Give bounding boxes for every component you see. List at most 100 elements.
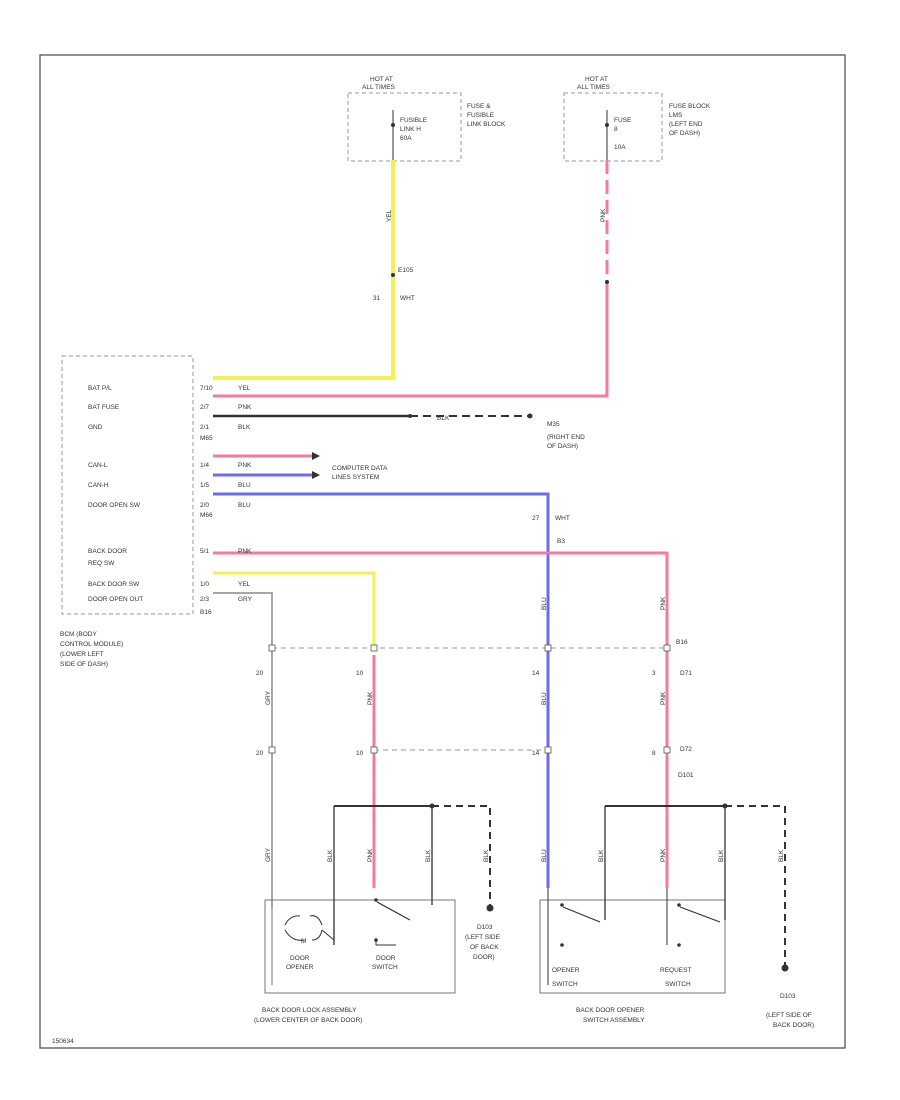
- wire-code-label: PNK: [660, 848, 667, 862]
- wire-code-label: BLK: [778, 849, 785, 862]
- data-lines-label-2: LINES SYSTEM: [332, 474, 379, 481]
- bcm-name-1: BCM (BODY: [60, 631, 98, 638]
- wire-back-door-sw: [213, 571, 376, 645]
- bcm-name-2: CONTROL MODULE): [60, 641, 123, 648]
- right-ground-loc-2: BACK DOOR): [773, 1022, 814, 1029]
- right-ground-id: D103: [780, 993, 796, 1000]
- bcm-pin-wire-code: YEL: [238, 581, 251, 588]
- right-ground-bus-dashed: [725, 805, 786, 965]
- ground-right-loc-1: (RIGHT END: [547, 434, 585, 441]
- back-door-lock-assembly-box: [264, 899, 456, 994]
- connector-pin-box: [663, 746, 671, 754]
- ground-right-node-1: [408, 414, 412, 418]
- request-switch-1: REQUEST: [660, 967, 691, 974]
- ground-right-node-2: [527, 413, 533, 419]
- request-switch-2: SWITCH: [665, 981, 691, 988]
- data-lines-label-1: COMPUTER DATA: [332, 465, 388, 472]
- bcm-pin-label: BAT FUSE: [88, 404, 120, 411]
- bcm-name-4: SIDE OF DASH): [60, 661, 108, 668]
- opener-switch-2: SWITCH: [552, 981, 578, 988]
- ground-right-loc-2: OF DASH): [547, 443, 578, 450]
- fuse-right-location-4: OF DASH): [669, 130, 700, 137]
- fuse-box-right: HOT AT ALL TIMES FUSE 8 10A FUSE BLOCK L…: [563, 76, 711, 162]
- fuse-box-left: HOT AT ALL TIMES FUSIBLE LINK H 60A FUSE…: [347, 76, 506, 162]
- left-assembly-2: (LOWER CENTER OF BACK DOOR): [254, 1017, 362, 1024]
- wire-code-label: PNK: [367, 691, 374, 705]
- left-ground-symbol: [486, 904, 494, 912]
- bcm-pin-label: DOOR OPEN SW: [88, 502, 141, 509]
- wire-code-pnk-top: PNK: [600, 208, 607, 222]
- wire-yellow-top: [213, 160, 395, 380]
- motor-label: M: [301, 938, 306, 945]
- wire-code-label: PNK: [367, 848, 374, 862]
- bcm-pin-number: 2/7: [200, 404, 209, 411]
- right-assembly-1: BACK DOOR OPENER: [576, 1007, 645, 1014]
- bcm-pin-label: REQ SW: [88, 560, 115, 567]
- right-assembly-2: SWITCH ASSEMBLY: [583, 1017, 645, 1024]
- door-switch-2: SWITCH: [372, 964, 398, 971]
- fuse-left-rating: 60A: [400, 135, 412, 142]
- fuse-right-hot-at: HOT AT: [585, 76, 608, 83]
- back-door-opener-switch-assembly-box: [539, 899, 726, 994]
- bcm-pin-label: BACK DOOR SW: [88, 581, 140, 588]
- connector-pin-box: [544, 644, 552, 652]
- arrow-can-h: [312, 471, 320, 479]
- bcm-conn-3: B16: [200, 609, 212, 616]
- request-switch-contact-2: [677, 943, 681, 947]
- fuse-left-name-2: LINK H: [400, 126, 421, 133]
- row1-right-2: D71: [680, 670, 692, 677]
- bcm-pin-number: 5/1: [200, 548, 209, 555]
- bcm-pin-label: CAN-L: [88, 462, 108, 469]
- wire-code-yel-top: YEL: [386, 209, 393, 222]
- bcm-pin-label: GND: [88, 424, 103, 431]
- left-bus-node: [429, 803, 435, 809]
- connector-row1-pin: 3: [652, 670, 656, 677]
- row2-right-2: D101: [678, 772, 694, 779]
- bcm-pin-label: CAN-H: [88, 482, 109, 489]
- pink-break-point: [605, 280, 609, 284]
- door-opener-motor-icon: [284, 915, 323, 941]
- connector-pin-box: [268, 746, 276, 754]
- bcm-pin-number: 2/0: [200, 502, 209, 509]
- row1-right-1: B16: [676, 639, 688, 646]
- wire-door-open-out: [213, 592, 273, 908]
- bcm-pin-wire-code: YEL: [238, 385, 251, 392]
- request-switch-blade: [679, 906, 721, 923]
- splice-pin: 31: [373, 295, 381, 302]
- bcm-pin-label: DOOR OPEN OUT: [88, 596, 143, 603]
- wire-back-door-req: [213, 551, 669, 888]
- bcm-pin-wire-code: BLK: [238, 424, 251, 431]
- connector-row2-pin: 10: [356, 750, 364, 757]
- fuse-left-hot-at: HOT AT: [370, 76, 393, 83]
- ground-right-id: M35: [547, 421, 560, 428]
- connector-row2-pin: 8: [652, 750, 656, 757]
- fuse-right-location-2: LMS: [669, 112, 683, 119]
- bcm-pin-label: BAT P/L: [88, 385, 112, 392]
- connector-row2-pin: 14: [532, 750, 540, 757]
- bcm-pin-label: BACK DOOR: [88, 548, 127, 555]
- wire-code-label: PNK: [660, 691, 667, 705]
- bcm-pin-number: 2/1: [200, 424, 209, 431]
- fuse-left-location-3: LINK BLOCK: [467, 121, 506, 128]
- wire-code-label: BLK: [327, 849, 334, 862]
- connector-row1-pin: 14: [532, 670, 540, 677]
- wire-code-label: BLK: [483, 849, 490, 862]
- wire-door-open-sw: [213, 492, 550, 888]
- bcm-pin-wire-code: GRY: [238, 596, 253, 603]
- left-ground-loc-3: DOOR): [473, 954, 495, 961]
- wire-code-label: BLU: [541, 692, 548, 705]
- wire-code-label: BLU: [541, 597, 548, 610]
- bcm-pin-number: 1/0: [200, 581, 209, 588]
- bcm-pin-number: 2/3: [200, 596, 209, 603]
- connector-pin-box: [544, 746, 552, 754]
- right-ground-symbol: [781, 964, 789, 972]
- door-opener-1: DOOR: [290, 955, 310, 962]
- bcm-pin-wire-code: PNK: [238, 462, 252, 469]
- bcm-name-3: (LOWER LEFT: [60, 651, 104, 658]
- wire-code-label: BLK: [718, 849, 725, 862]
- fuse-left-location-2: FUSIBLE: [467, 112, 495, 119]
- door-switch-blade: [376, 901, 411, 921]
- request-switch-contact-1: [677, 903, 681, 907]
